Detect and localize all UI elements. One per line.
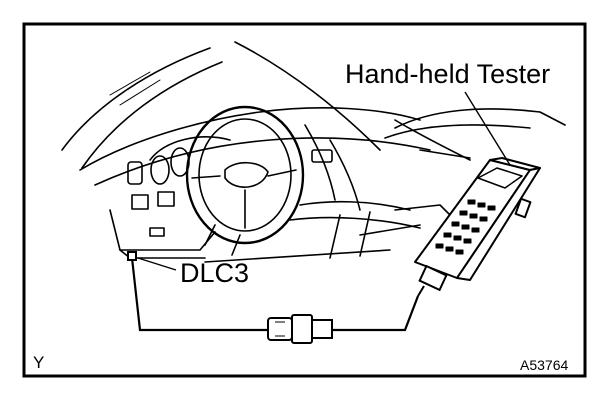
dlc3-label: DLC3	[180, 258, 250, 288]
tester-label: Hand-held Tester	[345, 59, 551, 89]
tester-plug	[417, 264, 448, 297]
hand-held-tester-device	[414, 157, 541, 281]
cable-adapter	[267, 314, 333, 344]
dlc3-leader-line	[137, 257, 177, 271]
figure-code: A53764	[520, 357, 569, 373]
corner-mark: Y	[33, 353, 45, 372]
car-interior-drawing	[61, 41, 566, 263]
tester-leader-line	[464, 91, 511, 166]
tester-cable	[130, 257, 420, 332]
dlc3-connector	[127, 251, 137, 261]
